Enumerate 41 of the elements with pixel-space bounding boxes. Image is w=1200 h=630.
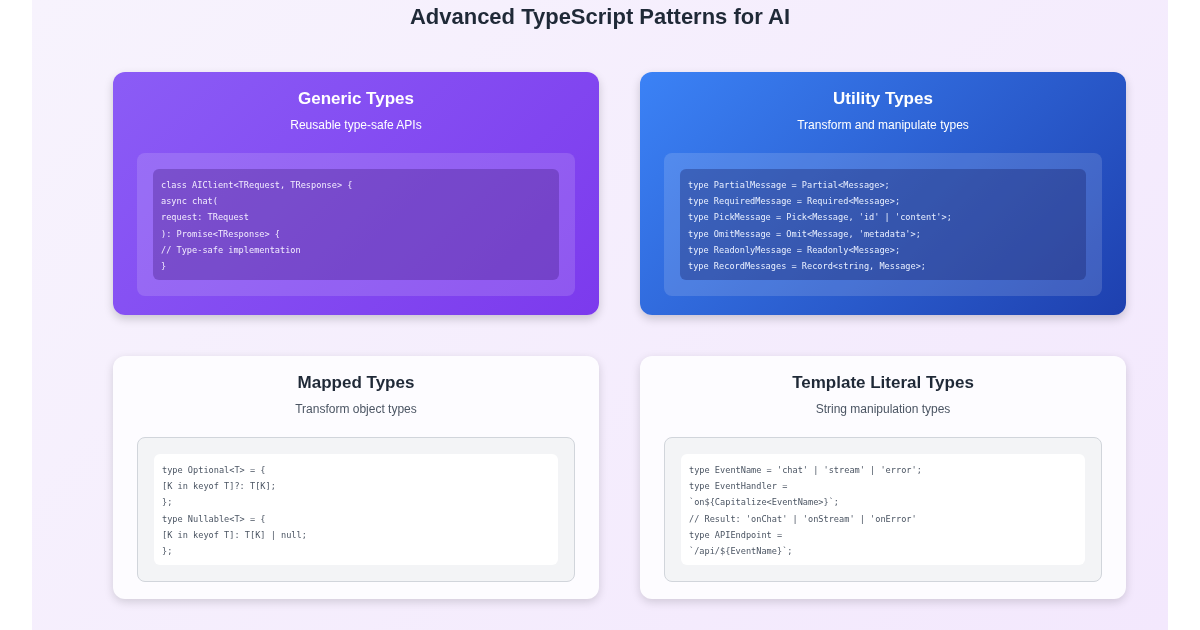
code-line: // Result: 'onChat' | 'onStream' | 'onError' (689, 512, 918, 526)
card (640, 72, 1126, 315)
code-line: type APIEndpoint = (689, 528, 784, 542)
code-line: type Optional<T> = { (162, 464, 267, 477)
code-line: } (161, 260, 168, 273)
card-subtitle: Transform object types (294, 402, 418, 416)
code-line: `on${Capitalize<EventName>}`; (689, 496, 841, 510)
code-line: type ReadonlyMessage = Readonly<Message>; (688, 243, 902, 257)
code-line: type RequiredMessage = Required<Message>; (688, 195, 902, 209)
code-line: class AIClient<TRequest, TResponse> { (161, 179, 354, 192)
card-title: Generic Types (297, 89, 415, 109)
code-line: type EventName = 'chat' | 'stream' | 'error'; (689, 464, 923, 477)
card-subtitle: Reusable type-safe APIs (289, 118, 423, 132)
card-title: Utility Types (832, 89, 934, 109)
code-line: [K in keyof T]?: T[K]; (162, 480, 277, 494)
code-line: ): Promise<TResponse> { (161, 227, 281, 241)
card (640, 356, 1126, 599)
code-line: type RecordMessages = Record<string, Message>; (688, 260, 927, 273)
card-subtitle: Transform and manipulate types (796, 118, 970, 132)
code-panel (137, 437, 575, 583)
code-panel (137, 153, 575, 297)
code-line: type OmitMessage = Omit<Message, 'metadata'>; (688, 227, 922, 241)
code-panel (664, 153, 1102, 297)
page-title: Advanced TypeScript Patterns for AI (408, 3, 792, 31)
card (113, 72, 599, 315)
code-line: request: TRequest (161, 211, 250, 225)
code-line: async chat( (161, 195, 219, 209)
code-line: [K in keyof T]: T[K] | null; (162, 528, 308, 542)
card-title: Mapped Types (296, 373, 416, 393)
card (113, 356, 599, 599)
code-panel (664, 437, 1102, 583)
code-line: type PickMessage = Pick<Message, 'id' | 'content'>; (688, 211, 953, 225)
code-line: // Type-safe implementation (161, 243, 302, 257)
code-line: type PartialMessage = Partial<Message>; (688, 179, 891, 192)
card-subtitle: String manipulation types (814, 402, 952, 416)
code-line: }; (162, 496, 174, 510)
code-line: `/api/${EventName}`; (689, 545, 794, 558)
code-line: type Nullable<T> = { (162, 512, 267, 526)
card-title: Template Literal Types (791, 373, 975, 393)
code-line: type EventHandler = (689, 480, 789, 494)
code-line: }; (162, 545, 174, 558)
